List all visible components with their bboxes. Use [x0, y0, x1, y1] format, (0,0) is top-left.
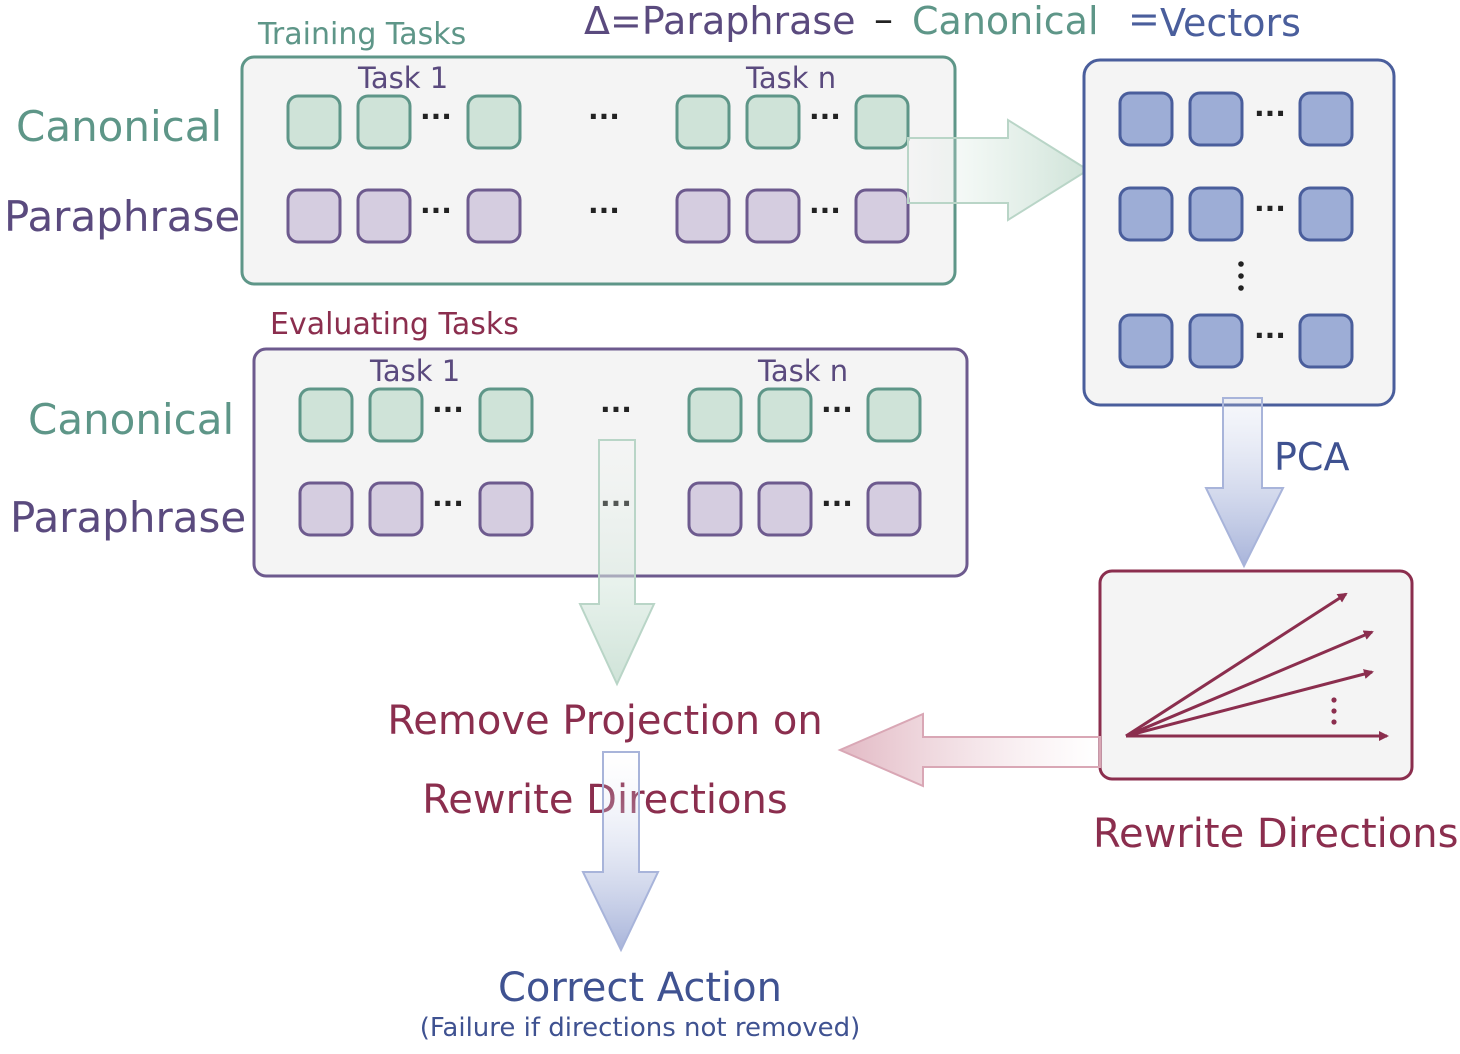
title-delta: Δ=Paraphrase — [584, 0, 856, 43]
evaluating-paraphrase-token-cell — [866, 481, 922, 537]
evaluating-canonical-token-cell — [866, 387, 922, 443]
evaluating-paraphrase-ellipsis: ··· — [821, 487, 853, 520]
delta-vector-cell — [1118, 313, 1174, 369]
evaluating-tasks-label: Evaluating Tasks — [270, 307, 519, 342]
training-paraphrase-token-cell — [854, 188, 910, 244]
title-equals: = — [1128, 0, 1160, 41]
training-paraphrase-task-ellipsis: ··· — [588, 194, 620, 227]
training-task-last-label: Task n — [745, 61, 836, 95]
evaluating-paraphrase-token-cell — [368, 481, 424, 537]
arrow-to-vectors-icon — [907, 118, 1090, 222]
training-canonical-token-cell — [356, 94, 412, 150]
arrow-to-outcome-icon — [581, 751, 660, 953]
training-paraphrase-ellipsis: ··· — [420, 194, 452, 227]
evaluating-paraphrase-token-cell — [687, 481, 743, 537]
delta-vector-vdots-icon — [1238, 273, 1244, 279]
evaluating-canonical-token-cell — [368, 387, 424, 443]
evaluating-canonical-token-cell — [757, 387, 813, 443]
evaluating-canonical-token-cell — [478, 387, 534, 443]
evaluating-paraphrase-token-cell — [757, 481, 813, 537]
delta-vector-cell — [1188, 186, 1244, 242]
delta-vector-cell — [1118, 186, 1174, 242]
training-canonical-ellipsis: ··· — [809, 100, 841, 133]
evaluating-canonical-ellipsis: ··· — [821, 393, 853, 426]
delta-vector-grid: ··· ··· ··· — [1118, 91, 1354, 369]
training-tasks-label: Training Tasks — [257, 17, 466, 52]
evaluating-task-last-label: Task n — [757, 354, 848, 388]
delta-vector-cell — [1188, 313, 1244, 369]
delta-vector-ellipsis: ··· — [1254, 97, 1286, 130]
delta-vector-cell — [1298, 91, 1354, 147]
delta-vector-ellipsis: ··· — [1254, 192, 1286, 225]
remove-projection-line1: Remove Projection on — [387, 698, 822, 744]
evaluating-canonical-token-cell — [298, 387, 354, 443]
direction-vdots-icon — [1331, 697, 1337, 703]
pca-label: PCA — [1274, 435, 1349, 479]
delta-vector-cell — [1188, 91, 1244, 147]
training-tasks-panel — [240, 55, 957, 286]
arrow-eval-down-icon — [578, 439, 656, 687]
arrow-apply-directions-icon — [837, 712, 1101, 788]
training-canonical-token-cell — [745, 94, 801, 150]
title-minus: – — [874, 0, 893, 41]
rewrite-directions-panel — [1098, 569, 1414, 781]
training-canonical-token-cell — [286, 94, 342, 150]
training-token-grid: ··· ··· ··· ··· ··· ··· — [286, 94, 910, 244]
training-task-first-label: Task 1 — [357, 61, 448, 95]
evaluating-canonical-row-label: Canonical — [28, 395, 234, 444]
outcome-note: (Failure if directions not removed) — [420, 1013, 861, 1043]
training-paraphrase-token-cell — [356, 188, 412, 244]
evaluating-paraphrase-row-label: Paraphrase — [10, 493, 246, 542]
training-canonical-ellipsis: ··· — [420, 100, 452, 133]
evaluating-paraphrase-ellipsis: ··· — [432, 487, 464, 520]
training-paraphrase-ellipsis: ··· — [809, 194, 841, 227]
rewrite-direction-vectors — [1125, 592, 1389, 741]
training-canonical-token-cell — [466, 94, 522, 150]
evaluating-task-first-label: Task 1 — [369, 354, 460, 388]
training-paraphrase-token-cell — [466, 188, 522, 244]
training-canonical-row-label: Canonical — [16, 102, 222, 151]
direction-arrow-1-icon — [1125, 592, 1348, 738]
title-vectors: Vectors — [1160, 1, 1301, 45]
evaluating-paraphrase-token-cell — [478, 481, 534, 537]
rewrite-directions-label: Rewrite Directions — [1093, 811, 1458, 857]
evaluating-canonical-ellipsis: ··· — [432, 393, 464, 426]
delta-vector-cell — [1298, 313, 1354, 369]
training-canonical-token-cell — [854, 94, 910, 150]
pca-arrow-icon — [1204, 397, 1285, 569]
training-paraphrase-token-cell — [675, 188, 731, 244]
training-paraphrase-token-cell — [286, 188, 342, 244]
title-canonical: Canonical — [912, 0, 1099, 43]
training-canonical-token-cell — [675, 94, 731, 150]
direction-arrow-2-icon — [1125, 630, 1374, 738]
delta-vector-vdots-icon — [1238, 285, 1244, 291]
training-canonical-task-ellipsis: ··· — [588, 100, 620, 133]
training-paraphrase-token-cell — [745, 188, 801, 244]
delta-vector-cell — [1298, 186, 1354, 242]
delta-vector-cell — [1118, 91, 1174, 147]
direction-arrow-3-icon — [1125, 669, 1374, 738]
delta-vector-ellipsis: ··· — [1254, 319, 1286, 352]
evaluating-canonical-token-cell — [687, 387, 743, 443]
evaluating-paraphrase-token-cell — [298, 481, 354, 537]
training-paraphrase-row-label: Paraphrase — [4, 192, 240, 241]
evaluating-token-grid: ·················· — [298, 387, 922, 537]
outcome-title: Correct Action — [498, 965, 782, 1011]
delta-vector-vdots-icon — [1238, 261, 1244, 267]
evaluating-canonical-task-ellipsis: ··· — [600, 393, 632, 426]
